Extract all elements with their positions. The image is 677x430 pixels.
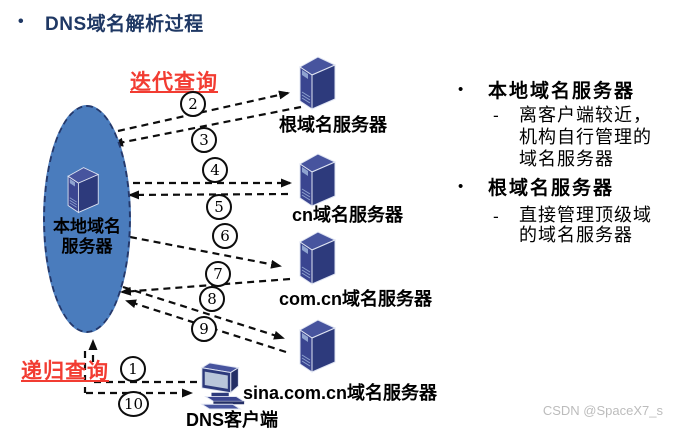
sina-server-icon bbox=[293, 317, 337, 375]
root-server-label: 根域名服务器 bbox=[279, 115, 387, 135]
comcn-server-icon bbox=[293, 229, 337, 287]
note-heading-root-server: 根域名服务器 bbox=[488, 177, 615, 199]
step-badge-10: 10 bbox=[118, 391, 149, 417]
step-badge-3: 3 bbox=[191, 127, 217, 153]
iterative-query-label: 迭代查询 bbox=[130, 71, 218, 94]
root-server-icon bbox=[293, 54, 337, 112]
step-badge-6: 6 bbox=[212, 223, 238, 249]
note-heading-local-server: 本地域名服务器 bbox=[488, 80, 636, 102]
sina-server-label: sina.com.cn域名服务器 bbox=[243, 383, 438, 403]
note-bullet: • bbox=[458, 178, 464, 195]
step-badge-7: 7 bbox=[205, 261, 231, 287]
step-badge-5: 5 bbox=[206, 194, 232, 220]
local-dns-server-zone: 本地域名 服务器 bbox=[43, 105, 131, 333]
recursive-query-label: 递归查询 bbox=[21, 360, 109, 383]
title-bullet: • bbox=[18, 13, 24, 30]
arrow-reply-root bbox=[112, 105, 302, 147]
arrow-query-sina bbox=[122, 285, 285, 340]
cn-server-label: cn域名服务器 bbox=[292, 205, 404, 225]
dns-client-icon bbox=[196, 362, 250, 415]
arrow-reply-sina bbox=[125, 299, 287, 354]
arrow-reply-cn bbox=[128, 190, 289, 200]
note-text-root-server: 直接管理顶级域 的域名服务器 bbox=[519, 205, 652, 246]
server-tower-icon bbox=[62, 165, 100, 220]
step-badge-8: 8 bbox=[199, 286, 225, 312]
step-badge-1: 1 bbox=[120, 356, 146, 382]
arrow-reply-comcn bbox=[120, 277, 291, 296]
comcn-server-label: com.cn域名服务器 bbox=[279, 289, 433, 309]
page-title: DNS域名解析过程 bbox=[45, 14, 204, 35]
csdn-watermark: CSDN @SpaceX7_s bbox=[542, 403, 663, 418]
dns-client-label: DNS客户端 bbox=[186, 410, 279, 430]
note-text-local-server: 离客户端较近， 机构自行管理的 域名服务器 bbox=[519, 105, 652, 170]
local-server-label: 本地域名 服务器 bbox=[53, 217, 121, 256]
arrow-query-comcn bbox=[129, 235, 282, 269]
step-badge-2: 2 bbox=[180, 91, 206, 117]
step-badge-4: 4 bbox=[202, 157, 228, 183]
step-badge-9: 9 bbox=[191, 316, 217, 342]
note-dash: - bbox=[493, 207, 499, 227]
cn-server-icon bbox=[293, 151, 337, 209]
note-dash: - bbox=[493, 106, 499, 126]
note-bullet: • bbox=[458, 81, 464, 98]
